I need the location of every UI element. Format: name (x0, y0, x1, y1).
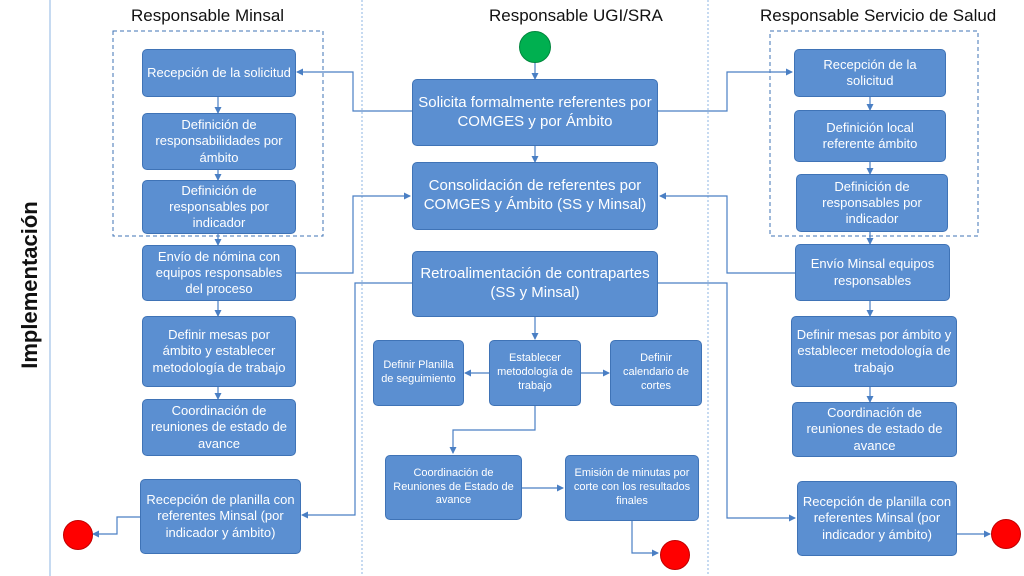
ugi-calendario-box[interactable]: Definir calendario de cortes (610, 340, 702, 406)
ugi-coord-box[interactable]: Coordinación de Reuniones de Estado de a… (385, 455, 522, 520)
conn-solicita-salud (658, 68, 793, 112)
salud-def-ind-box[interactable]: Definición de responsables por indicador (796, 174, 948, 232)
minsal-def-resp-box[interactable]: Definición de responsabilidades por ámbi… (142, 113, 296, 170)
end-node-minsal[interactable] (63, 520, 93, 550)
conn-salud-envio-consolida (659, 192, 795, 274)
conn-retro-minsal-planilla (301, 282, 412, 519)
phase-label: Implementación (17, 201, 42, 369)
minsal-def-ind-box[interactable]: Definición de responsables por indicador (142, 180, 296, 234)
end-node-salud[interactable] (991, 519, 1021, 549)
lane-title-minsal: Responsable Minsal (131, 6, 285, 25)
salud-recepcion-box[interactable]: Recepción de la solicitud (794, 49, 946, 97)
minsal-planilla-box[interactable]: Recepción de planilla con referentes Min… (140, 479, 301, 554)
minsal-recepcion-box[interactable]: Recepción de la solicitud (142, 49, 296, 97)
ugi-consolida-box[interactable]: Consolidación de referentes por COMGES y… (412, 162, 658, 230)
salud-mesas-box[interactable]: Definir mesas por ámbito y establecer me… (791, 316, 957, 387)
salud-def-local-box[interactable]: Definición local referente ámbito (794, 110, 946, 162)
ugi-minutas-box[interactable]: Emisión de minutas por corte con los res… (565, 455, 699, 521)
minsal-envio-box[interactable]: Envío de nómina con equipos responsables… (142, 245, 296, 301)
conn-minutas-end (631, 521, 659, 557)
ugi-retro-box[interactable]: Retroalimentación de contrapartes (SS y … (412, 251, 658, 317)
ugi-metodologia-box[interactable]: Establecer metodología de trabajo (489, 340, 581, 406)
conn-solicita-minsal (296, 68, 412, 112)
conn-minsal-planilla-end (92, 516, 140, 538)
salud-envio-box[interactable]: Envío Minsal equipos responsables (795, 244, 950, 301)
conn-retro-salud-planilla (658, 282, 796, 522)
end-node-minutas[interactable] (660, 540, 690, 570)
conn-minsal-envio-consolida (296, 192, 411, 274)
ugi-solicita-box[interactable]: Solicita formalmente referentes por COMG… (412, 79, 658, 146)
lane-title-salud: Responsable Servicio de Salud (760, 6, 997, 25)
start-node[interactable] (519, 31, 551, 63)
salud-planilla-box[interactable]: Recepción de planilla con referentes Min… (797, 481, 957, 556)
lane-dividers (49, 0, 709, 576)
conn-metodologia-coord (449, 406, 536, 454)
salud-coord-box[interactable]: Coordinación de reuniones de estado de a… (792, 402, 957, 457)
ugi-planilla-seg-box[interactable]: Definir Planilla de seguimiento (373, 340, 464, 406)
lane-title-ugi: Responsable UGI/SRA (489, 6, 663, 25)
minsal-coord-box[interactable]: Coordinación de reuniones de estado de a… (142, 399, 296, 456)
salud-group-frame (769, 30, 979, 237)
minsal-mesas-box[interactable]: Definir mesas por ámbito y establecer me… (142, 316, 296, 387)
